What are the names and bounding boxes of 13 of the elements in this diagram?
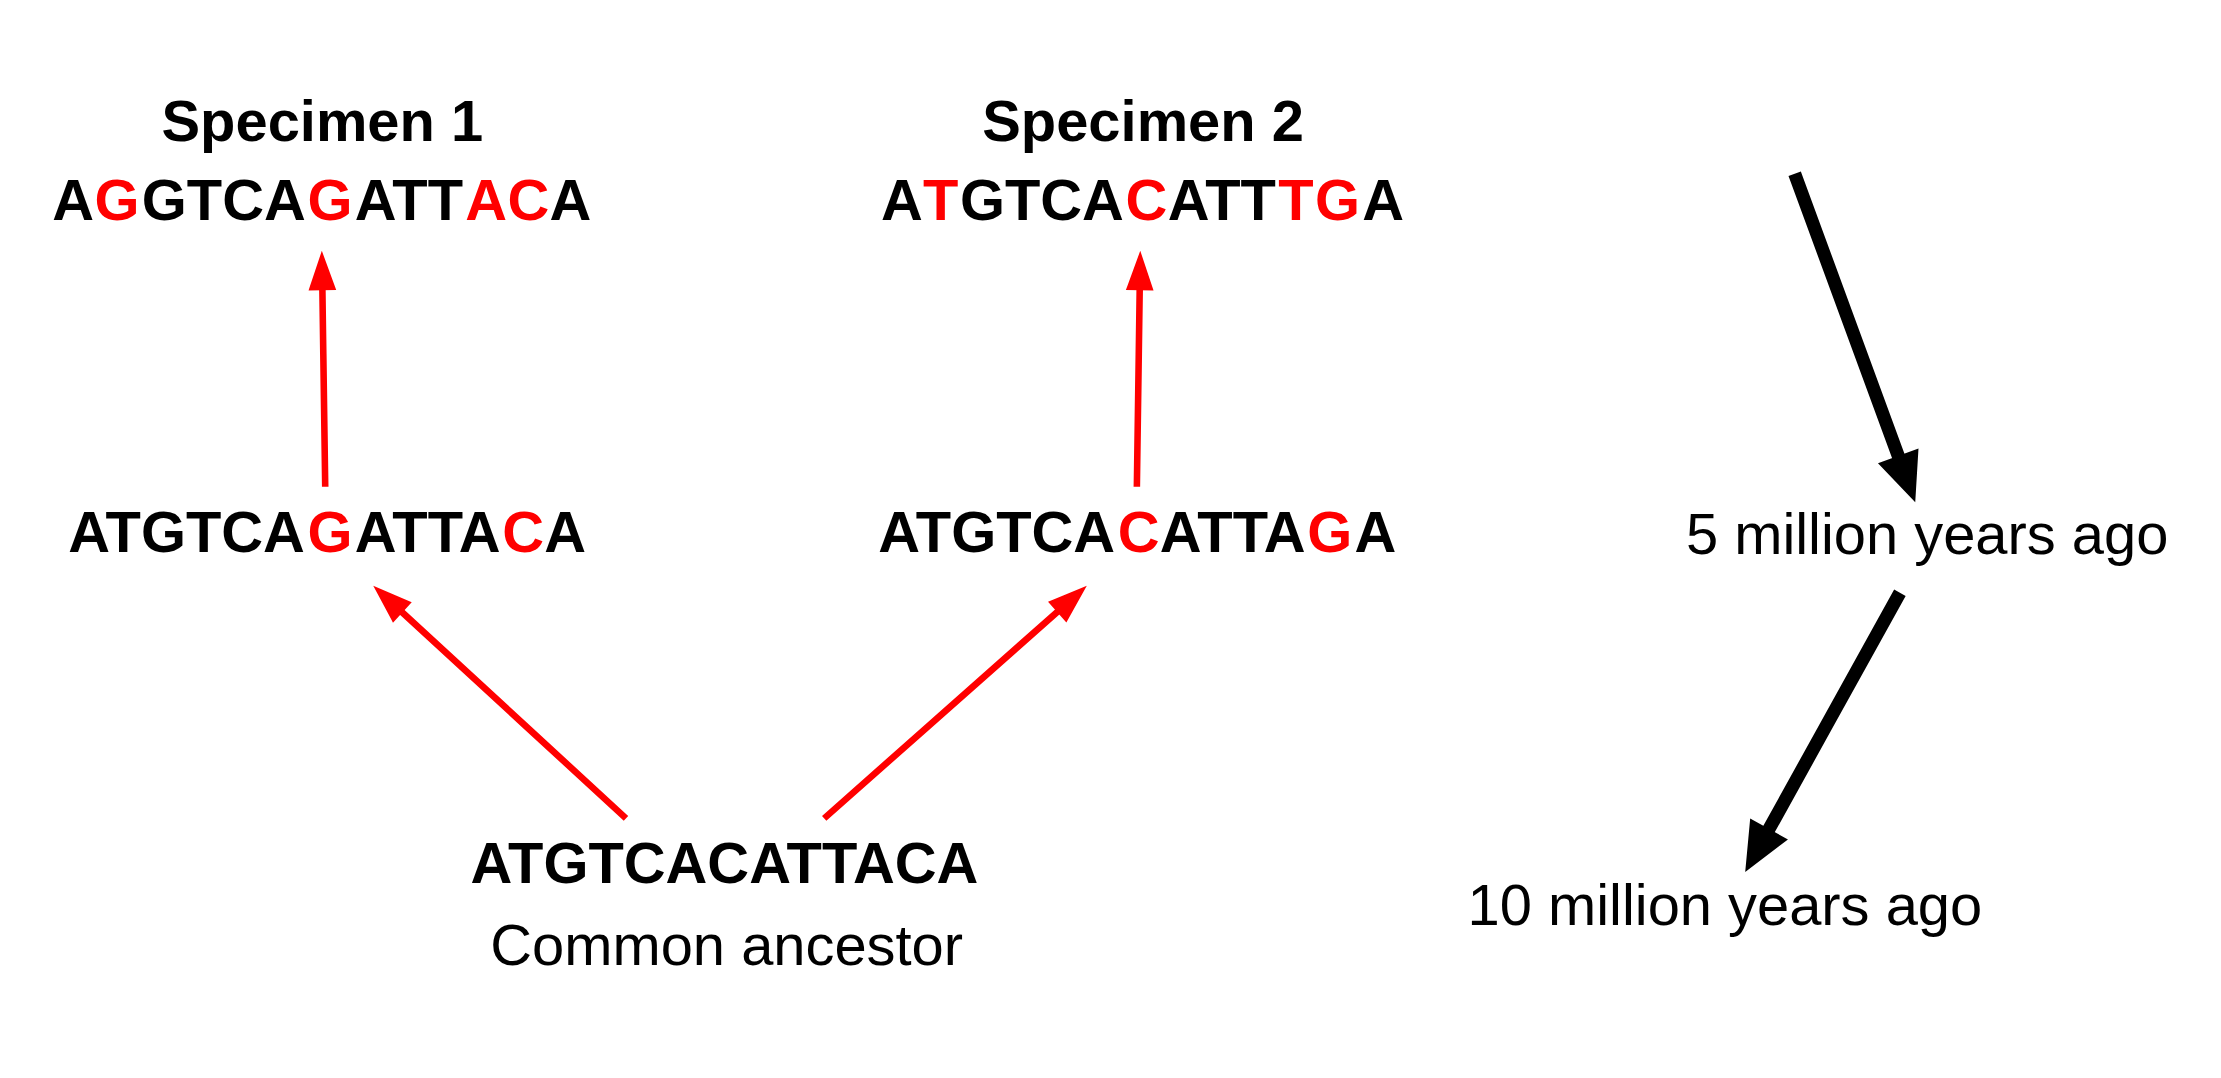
arrow <box>373 585 629 821</box>
node-text: Specimen 2 ATGTCACATTTGA <box>880 88 1405 232</box>
arrow <box>822 585 1087 821</box>
node-text: Specimen 1 AGGTCAGATTACA <box>52 88 592 232</box>
arrow <box>1125 250 1154 487</box>
node-text: ATGTCAGATTACA <box>68 499 587 564</box>
node-text: ATGTCACATTAGA <box>878 499 1397 564</box>
node-text: ATGTCACATTACA Common ancestor <box>470 830 979 977</box>
node-text: 10 million years ago <box>1467 872 1983 937</box>
arrow <box>1745 589 1906 872</box>
arrow <box>308 250 337 487</box>
arrow <box>1788 170 1919 502</box>
node-text: 5 million years ago <box>1685 501 2169 566</box>
